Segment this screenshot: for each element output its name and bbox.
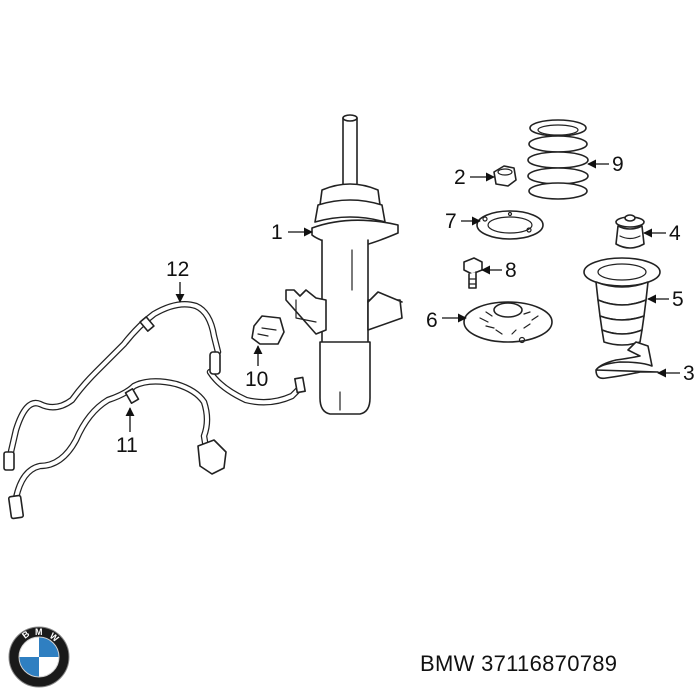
gasket xyxy=(476,210,544,240)
bmw-logo: B M W xyxy=(8,626,70,688)
callout-4: 4 xyxy=(643,222,681,245)
callout-3-label: 3 xyxy=(683,362,695,385)
coil-spring xyxy=(527,119,589,200)
callout-4-label: 4 xyxy=(669,222,681,245)
nut xyxy=(493,165,517,187)
bump-stop xyxy=(615,214,645,249)
callout-10-label: 10 xyxy=(245,368,268,391)
callout-12: 12 xyxy=(166,258,189,303)
callout-7: 7 xyxy=(445,210,481,233)
callout-9-label: 9 xyxy=(612,153,624,176)
bolt xyxy=(463,257,483,289)
sensor-clip xyxy=(251,315,285,345)
callout-5: 5 xyxy=(647,288,684,311)
callout-10: 10 xyxy=(245,345,268,391)
callout-6: 6 xyxy=(426,309,467,332)
callout-11: 11 xyxy=(116,407,138,457)
protective-boot xyxy=(583,257,661,346)
wear-sensor-harness-12 xyxy=(3,301,306,471)
callout-12-label: 12 xyxy=(166,258,189,281)
callout-1: 1 xyxy=(271,221,313,244)
strut-assembly xyxy=(285,114,403,415)
callout-7-label: 7 xyxy=(445,210,457,233)
wear-sensor-harness-11 xyxy=(7,378,227,520)
callout-9: 9 xyxy=(587,153,624,176)
callout-8-label: 8 xyxy=(505,259,517,282)
spring-pad xyxy=(595,341,659,380)
callout-5-label: 5 xyxy=(672,288,684,311)
svg-text:B: B xyxy=(20,628,32,640)
callout-3: 3 xyxy=(657,362,695,385)
callout-6-label: 6 xyxy=(426,309,438,332)
callout-2-label: 2 xyxy=(454,166,466,189)
callout-8: 8 xyxy=(481,259,517,282)
part-number-label: BMW 37116870789 xyxy=(420,651,618,676)
callout-1-label: 1 xyxy=(271,221,283,244)
callout-11-label: 11 xyxy=(116,434,138,457)
strut-mount xyxy=(463,301,553,344)
svg-text:M: M xyxy=(35,627,43,637)
callout-2: 2 xyxy=(454,166,495,189)
